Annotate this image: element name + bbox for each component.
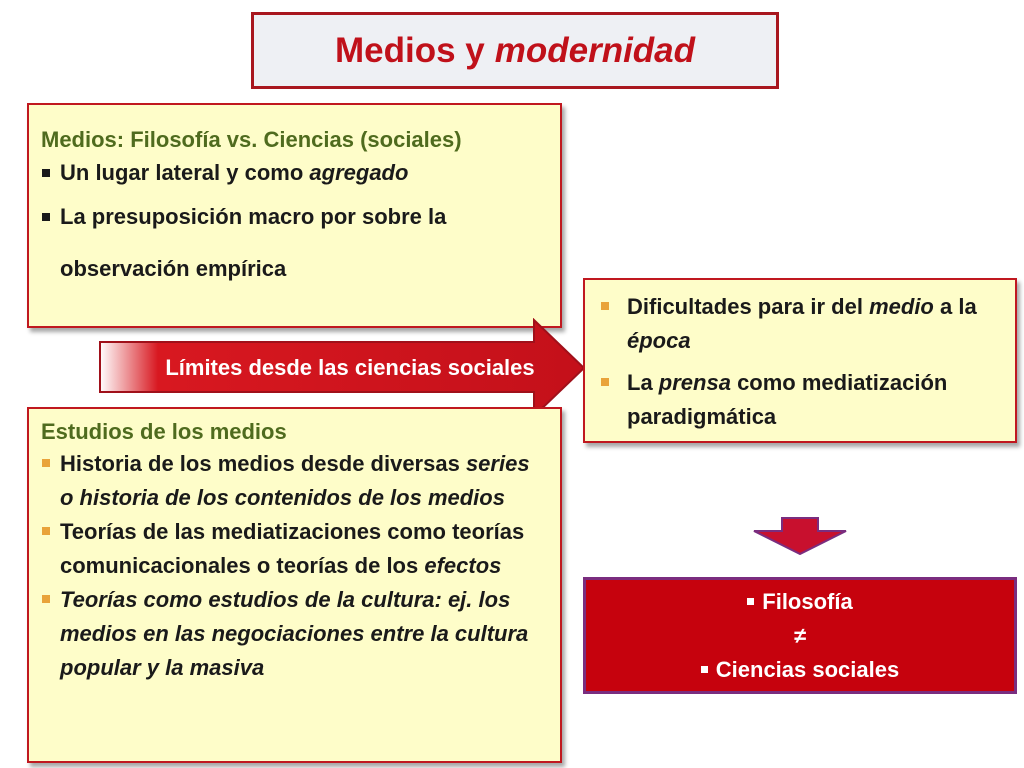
result-box: Filosofía ≠ Ciencias sociales — [583, 577, 1017, 694]
square-bullet-icon — [601, 378, 609, 386]
list-item: Teorías como estudios de la cultura: ej.… — [41, 583, 548, 685]
list-item: La presuposición macro por sobre la obse… — [41, 191, 548, 295]
square-bullet-icon — [42, 459, 50, 467]
list-item: La prensa como mediatización paradigmáti… — [597, 366, 1003, 434]
title-emphasis: modernidad — [494, 30, 696, 70]
square-bullet-icon — [42, 213, 50, 221]
title-main: Medios y — [334, 30, 485, 70]
square-bullet-icon — [42, 595, 50, 603]
square-bullet-icon — [42, 169, 50, 177]
box-heading: Estudios de los medios — [41, 419, 287, 444]
limits-arrow: Límites desde las ciencias sociales — [98, 317, 586, 419]
right-arrow-icon — [99, 317, 586, 419]
list-item: Historia de los medios desde diversas se… — [41, 447, 548, 515]
square-bullet-icon — [700, 666, 708, 673]
square-bullet-icon — [42, 527, 50, 535]
difficulties-box: Dificultades para ir del medio a la époc… — [583, 278, 1017, 443]
arrow-label: Límites desde las ciencias sociales — [165, 355, 535, 380]
result-line: Ciencias sociales — [700, 653, 899, 687]
list-item: Teorías de las mediatizaciones como teor… — [41, 515, 548, 583]
list-item: Un lugar lateral y como agregado — [41, 147, 548, 199]
page-title: Medios y modernidad — [251, 12, 779, 89]
not-equal-symbol: ≠ — [793, 622, 807, 648]
square-bullet-icon — [747, 598, 755, 605]
result-line: Filosofía — [747, 585, 853, 619]
square-bullet-icon — [601, 302, 609, 310]
list-item: Dificultades para ir del medio a la époc… — [597, 290, 1003, 358]
down-arrow-icon — [753, 517, 847, 555]
philosophy-vs-sciences-box: Medios: Filosofía vs. Ciencias (sociales… — [27, 103, 562, 328]
box-heading: Medios: Filosofía vs. Ciencias (sociales… — [41, 127, 462, 152]
media-studies-box: Estudios de los medios Historia de los m… — [27, 407, 562, 763]
